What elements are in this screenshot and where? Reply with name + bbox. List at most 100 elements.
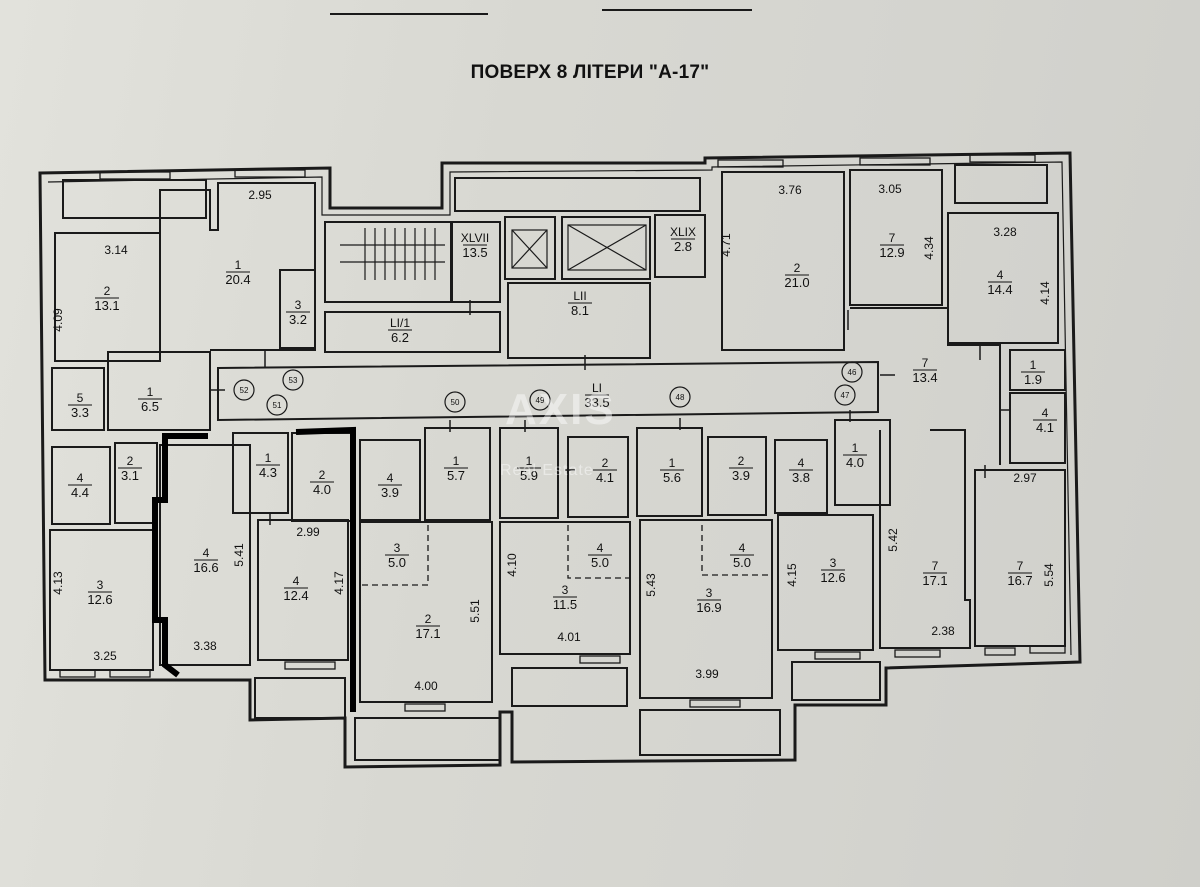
dimension-label: 5.42	[886, 528, 900, 552]
room-area: 5.6	[663, 470, 681, 485]
room-area: 17.1	[415, 626, 440, 641]
dimension-label: 4.71	[719, 233, 733, 257]
dimension-label: 3.99	[695, 667, 719, 681]
room-area: 5.7	[447, 468, 465, 483]
dimension-label: 5.51	[468, 599, 482, 623]
room-number: 1	[265, 451, 272, 465]
room-number: 1	[1030, 358, 1037, 372]
axis-marker: 46	[848, 368, 857, 377]
room-number: 2	[425, 612, 432, 626]
room-area: 6.5	[141, 399, 159, 414]
room-number: 4	[739, 541, 746, 555]
room-number: 3	[830, 556, 837, 570]
room-number: 4	[1042, 406, 1049, 420]
watermark-subtitle: Real Estate	[500, 462, 594, 479]
highlight-wall-left	[152, 433, 208, 678]
dimension-label: 2.95	[248, 188, 272, 202]
dimension-label: 3.05	[878, 182, 902, 196]
room-area: 3.9	[381, 485, 399, 500]
dimension-label: 4.17	[332, 571, 346, 595]
room-area: 3.2	[289, 312, 307, 327]
room-area: 3.1	[121, 468, 139, 483]
dimension-label: 2.38	[931, 624, 955, 638]
room-area: 12.6	[820, 570, 845, 585]
room-number: 4	[997, 268, 1004, 282]
dimension-label: 5.54	[1042, 563, 1056, 587]
room-area: 11.5	[553, 597, 577, 612]
room-number: 4	[293, 574, 300, 588]
room-area: 8.1	[571, 303, 589, 318]
room-area: 21.0	[784, 275, 809, 290]
room-area: 16.9	[696, 600, 721, 615]
dimension-label: 5.41	[232, 543, 246, 567]
room-number: 3	[562, 583, 569, 597]
room-number: 2	[319, 468, 326, 482]
room-area: 3.3	[71, 405, 89, 420]
room-number: 4	[597, 541, 604, 555]
dimension-label: 3.14	[104, 243, 128, 257]
room-number: XLIX	[670, 225, 696, 239]
dimension-label: 3.76	[778, 183, 802, 197]
room-area: 5.0	[591, 555, 609, 570]
room-number: 5	[77, 391, 84, 405]
room-area: 12.4	[283, 588, 308, 603]
room-area: 5.9	[520, 468, 538, 483]
dimension-label: 4.10	[505, 553, 519, 577]
dimension-label: 4.13	[51, 571, 65, 595]
room-number: 1	[669, 456, 676, 470]
dimension-label: 3.25	[93, 649, 117, 663]
room-area: 13.4	[912, 370, 937, 385]
room-number: 7	[1017, 559, 1024, 573]
room-number: 7	[932, 559, 939, 573]
room-number: 3	[97, 578, 104, 592]
room-area: 16.7	[1007, 573, 1032, 588]
room-number: XLVII	[461, 231, 489, 245]
room-area: 4.0	[846, 455, 864, 470]
balcony-ne	[954, 164, 1048, 204]
axis-marker: 49	[536, 396, 545, 405]
room-area: 20.4	[225, 272, 250, 287]
room-area: 13.5	[462, 245, 487, 260]
balcony-s4	[791, 661, 881, 701]
room-area: 12.9	[879, 245, 904, 260]
room-area: 33.5	[584, 395, 609, 410]
room-area: 13.1	[94, 298, 119, 313]
axis-marker: 50	[451, 398, 460, 407]
room-area: 4.1	[596, 470, 614, 485]
axis-marker: 51	[273, 401, 282, 410]
room-area: 4.0	[313, 482, 331, 497]
room-number: 2	[794, 261, 801, 275]
dimension-label: 4.09	[51, 308, 65, 332]
room-area: 6.2	[391, 330, 409, 345]
room-number: 1	[453, 454, 460, 468]
room-number: 7	[889, 231, 896, 245]
room-number: 4	[203, 546, 210, 560]
room-number: 2	[738, 454, 745, 468]
room-area: 2.8	[674, 239, 692, 254]
dimension-label: 4.00	[414, 679, 438, 693]
dimension-label: 4.01	[557, 630, 581, 644]
room-number: 4	[77, 471, 84, 485]
room-number: LI/1	[390, 316, 410, 330]
room-number: 1	[526, 454, 533, 468]
room-number: LII	[573, 289, 586, 303]
balcony-sw	[254, 677, 346, 719]
room-area: 3.9	[732, 468, 750, 483]
balcony-s2	[511, 667, 628, 707]
balcony-s1	[354, 717, 501, 761]
room-area: 4.1	[1036, 420, 1054, 435]
room-number: 1	[147, 385, 154, 399]
room-number: LI	[592, 381, 602, 395]
room-area: 1.9	[1024, 372, 1042, 387]
page-title: ПОВЕРХ 8 ЛІТЕРИ "А-17"	[470, 62, 710, 83]
room-number: 4	[387, 471, 394, 485]
room-area: 14.4	[987, 282, 1012, 297]
room-area: 12.6	[87, 592, 112, 607]
dimension-label: 3.38	[193, 639, 217, 653]
room-number: 3	[295, 298, 302, 312]
balcony-top	[454, 177, 701, 212]
axis-marker: 47	[841, 391, 850, 400]
room-area: 3.8	[792, 470, 810, 485]
room-number: 7	[922, 356, 929, 370]
